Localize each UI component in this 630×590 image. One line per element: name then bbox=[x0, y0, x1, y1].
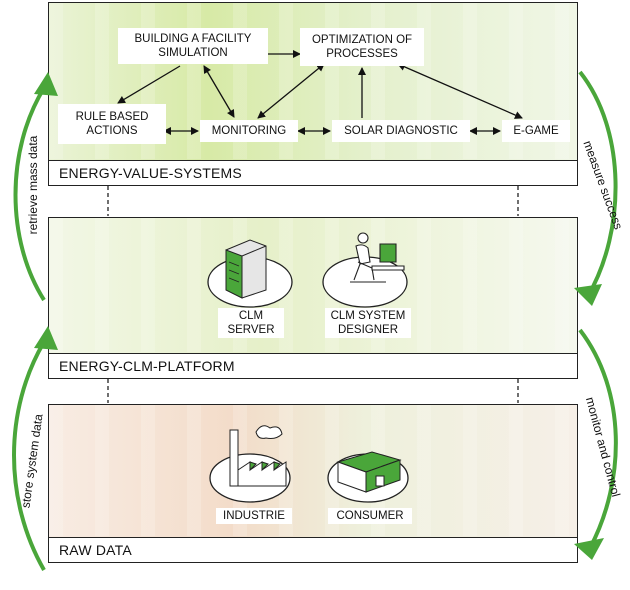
designer-icon bbox=[350, 232, 405, 283]
side-arrows bbox=[12, 70, 618, 571]
layer-links bbox=[107, 186, 519, 403]
side-arrowheads bbox=[34, 72, 604, 560]
connector-optimization-monitoring bbox=[257, 63, 325, 119]
retrieve-arrow bbox=[13, 86, 46, 302]
label-consumer: CONSUMER bbox=[328, 508, 412, 524]
server-icon bbox=[225, 239, 267, 299]
connector-sim-monitoring bbox=[203, 65, 235, 118]
node-e-game[interactable]: E-GAME bbox=[502, 120, 570, 142]
label-clm-server: CLM SERVER bbox=[218, 308, 284, 338]
panel-texture bbox=[49, 405, 577, 536]
store-arrow bbox=[12, 340, 46, 571]
node-solar-diagnostic[interactable]: SOLAR DIAGNOSTIC bbox=[332, 120, 470, 142]
raw-data-panel: RAW DATA bbox=[48, 404, 578, 563]
node-optimization[interactable]: OPTIMIZATION OF PROCESSES bbox=[300, 28, 424, 66]
house-icon bbox=[336, 451, 402, 493]
connector-optimization-egame bbox=[397, 63, 523, 119]
layer-label-value-systems: ENERGY-VALUE-SYSTEMS bbox=[49, 160, 577, 185]
node-building-simulation[interactable]: BUILDING A FACILITY SIMULATION bbox=[118, 28, 268, 64]
node-rule-based-actions[interactable]: RULE BASED ACTIONS bbox=[58, 104, 166, 144]
layer-label-platform: ENERGY-CLM-PLATFORM bbox=[49, 353, 577, 378]
label-retrieve-mass-data: retrieve mass data bbox=[26, 135, 40, 235]
factory-icon bbox=[229, 425, 287, 487]
label-industrie: INDUSTRIE bbox=[216, 508, 292, 524]
layer-label-raw-data: RAW DATA bbox=[49, 537, 577, 562]
label-clm-designer: CLM SYSTEM DESIGNER bbox=[325, 308, 411, 338]
connector-sim-to-rule bbox=[117, 65, 181, 104]
monitor-arrow bbox=[578, 328, 618, 549]
flow-connectors bbox=[117, 50, 523, 135]
energy-clm-platform-panel: ENERGY-CLM-PLATFORM bbox=[48, 217, 578, 379]
panel-texture bbox=[49, 218, 577, 352]
measure-arrow bbox=[578, 70, 618, 297]
node-monitoring[interactable]: MONITORING bbox=[200, 120, 298, 142]
